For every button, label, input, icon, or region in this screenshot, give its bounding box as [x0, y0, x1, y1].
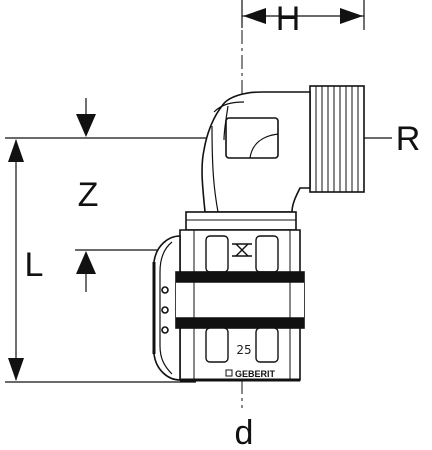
l-arrow-top-icon: [8, 139, 24, 162]
press-band-gap: [176, 282, 304, 318]
elbow-inner-curve: [211, 125, 219, 213]
z-arrow-down-icon: [76, 114, 96, 137]
jaw-dot-2: [161, 306, 169, 314]
elbow-window-arc: [249, 133, 279, 159]
upper-slots: [205, 235, 279, 273]
label-l: L: [25, 246, 44, 284]
fitting-body: [153, 85, 365, 381]
collar: [185, 211, 297, 231]
label-d: d: [235, 414, 254, 450]
brand-box-icon: [225, 369, 233, 377]
brand-marking: GEBERIT: [235, 369, 276, 379]
elbow-window: [225, 117, 279, 159]
elbow-ring-top: [213, 101, 245, 113]
size-marking: 25: [236, 343, 251, 357]
h-arrow-right-icon: [340, 8, 363, 24]
arrow-heads: [8, 8, 363, 381]
thread-body: [309, 85, 365, 193]
press-indicator-icon: [232, 243, 252, 257]
jaw-dot-1: [161, 286, 169, 294]
label-r: R: [396, 120, 421, 158]
z-arrow-up-icon: [76, 251, 96, 274]
label-z: Z: [78, 176, 99, 214]
jaw-dot-3: [161, 326, 169, 334]
h-arrow-left-icon: [243, 8, 266, 24]
outline-accents: [152, 262, 300, 382]
label-h: H: [276, 0, 301, 38]
thread-grooves: [315, 86, 359, 192]
l-arrow-bottom-icon: [8, 358, 24, 381]
lower-slots: [205, 327, 279, 363]
press-jaw-left-inner: [159, 241, 173, 375]
